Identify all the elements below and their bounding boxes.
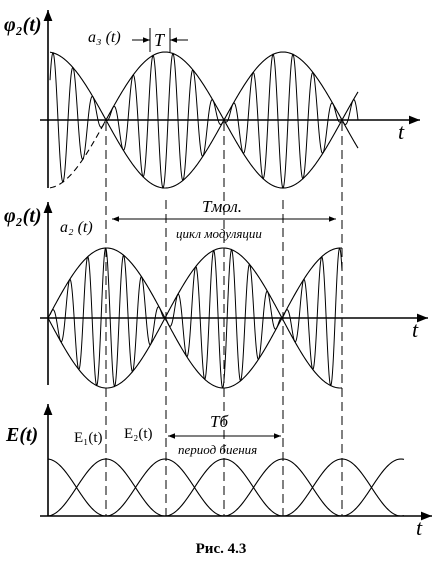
bottom-y-label: E(t) bbox=[5, 424, 38, 446]
e1-label: E₁(t) bbox=[74, 430, 103, 446]
top-panel: φ₂(t) t a₃ (t) T bbox=[4, 10, 420, 189]
middle-oscillation-wave bbox=[49, 247, 343, 389]
middle-panel: φ₂(t) t a₂ (t) Tмол. цикл модуляции bbox=[4, 197, 428, 389]
e2-curve bbox=[47, 458, 405, 517]
vertical-guide-lines bbox=[105, 122, 343, 516]
modulation-period-label: Tмол. bbox=[202, 197, 242, 216]
bottom-x-label: t bbox=[416, 515, 423, 540]
beat-period-caption: период биения bbox=[178, 442, 257, 457]
figure-caption: Рис. 4.3 bbox=[196, 541, 247, 557]
top-envelope-label: a₃ (t) bbox=[88, 29, 121, 46]
top-oscillation-wave bbox=[49, 51, 359, 189]
top-envelope-dashed bbox=[49, 119, 107, 189]
top-y-label: φ₂(t) bbox=[4, 14, 42, 36]
e2-label: E₂(t) bbox=[124, 426, 153, 442]
top-x-label: t bbox=[398, 119, 405, 144]
bottom-panel: E(t) t E₁(t) E₂(t) Tб период биения bbox=[5, 404, 432, 540]
middle-y-label: φ₂(t) bbox=[4, 205, 42, 227]
modulation-cycle-caption: цикл модуляции bbox=[176, 226, 262, 241]
top-period-label: T bbox=[154, 30, 166, 50]
e1-curve bbox=[47, 458, 405, 517]
middle-x-label: t bbox=[412, 317, 419, 342]
middle-envelope-label: a₂ (t) bbox=[60, 219, 93, 236]
beat-period-label: Tб bbox=[210, 412, 228, 431]
